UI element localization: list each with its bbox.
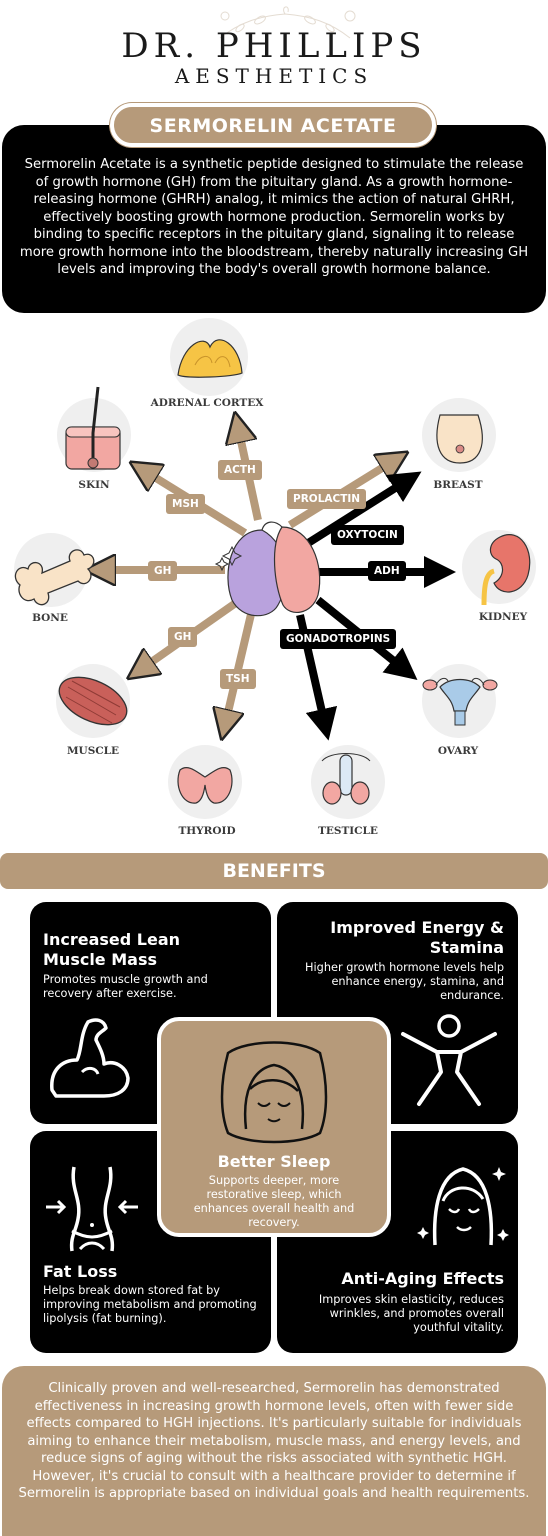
label-bone: BONE — [32, 612, 68, 624]
hormone-oxytocin: OXYTOCIN — [331, 525, 404, 545]
adrenal-cortex-icon — [177, 339, 243, 378]
ovary-icon — [422, 677, 498, 726]
benefit-fat-text: Helps break down stored fat by improving… — [43, 1284, 257, 1325]
thyroid-icon — [177, 766, 233, 804]
benefit-card-sleep: Better Sleep Supports deeper, more resto… — [157, 1017, 391, 1237]
benefit-energy-text: Higher growth hormone levels help enhanc… — [305, 961, 504, 1002]
benefit-muscle-title: Increased Lean Muscle Mass — [43, 930, 180, 969]
benefit-aging-text: Improves skin elasticity, reduces wrinkl… — [318, 1293, 504, 1334]
label-muscle: MUSCLE — [66, 745, 120, 757]
arrow-tsh — [225, 609, 256, 725]
hormone-gh-muscle: GH — [168, 627, 198, 647]
hormone-gh-bone: GH — [148, 561, 178, 581]
benefit-card-aging: Anti-Aging Effects Improves skin elastic… — [277, 1131, 518, 1353]
benefit-muscle-text: Promotes muscle growth and recovery afte… — [43, 973, 208, 1000]
benefits-heading: BENEFITS — [0, 853, 548, 889]
label-ovary: OVARY — [437, 745, 479, 757]
muscle-icon — [58, 676, 128, 726]
brand-name: DR. PHILLIPS — [121, 26, 427, 66]
label-thyroid: THYROID — [178, 825, 236, 837]
glowing-face-icon — [417, 1167, 509, 1246]
pituitary-icon — [214, 521, 321, 617]
label-testicle: TESTICLE — [318, 825, 378, 837]
brand-subtitle: AESTHETICS — [174, 64, 374, 88]
testicle-icon — [321, 753, 371, 805]
floral-logo-ornament — [219, 6, 356, 39]
diagram-graphics — [14, 339, 531, 805]
flexed-arm-icon — [50, 1018, 130, 1098]
hormone-adh: ADH — [368, 561, 406, 581]
slim-waist-icon — [46, 1166, 138, 1252]
hormone-msh: MSH — [166, 494, 205, 514]
benefit-energy-title: Improved Energy & Stamina — [330, 918, 504, 957]
label-kidney: KIDNEY — [478, 611, 528, 623]
benefit-fat-title: Fat Loss — [43, 1262, 118, 1281]
hormone-gonadotropins: GONADOTROPINS — [280, 629, 397, 649]
hormone-prolactin: PROLACTIN — [287, 489, 367, 509]
label-breast: BREAST — [433, 479, 483, 491]
star-jump-person-icon — [401, 1014, 497, 1106]
breast-icon — [436, 414, 483, 464]
benefit-sleep-text: Supports deeper, more restorative sleep,… — [193, 1174, 355, 1229]
arrow-oxytocin — [302, 471, 422, 549]
label-skin: SKIN — [78, 479, 110, 491]
intro-text: Sermorelin Acetate is a synthetic peptid… — [2, 125, 546, 313]
skin-icon — [65, 386, 121, 470]
footer-summary: Clinically proven and well-researched, S… — [2, 1366, 546, 1536]
sleeping-face-icon — [220, 1041, 328, 1144]
bone-icon — [14, 549, 95, 606]
kidney-icon — [481, 534, 531, 606]
hormone-acth: ACTH — [218, 460, 262, 480]
label-adrenal-cortex: ADRENAL CORTEX — [150, 397, 264, 409]
benefit-aging-title: Anti-Aging Effects — [341, 1269, 504, 1288]
hormone-tsh: TSH — [220, 669, 256, 689]
page-title: SERMORELIN ACETATE — [110, 103, 436, 147]
benefit-sleep-title: Better Sleep — [217, 1152, 331, 1171]
